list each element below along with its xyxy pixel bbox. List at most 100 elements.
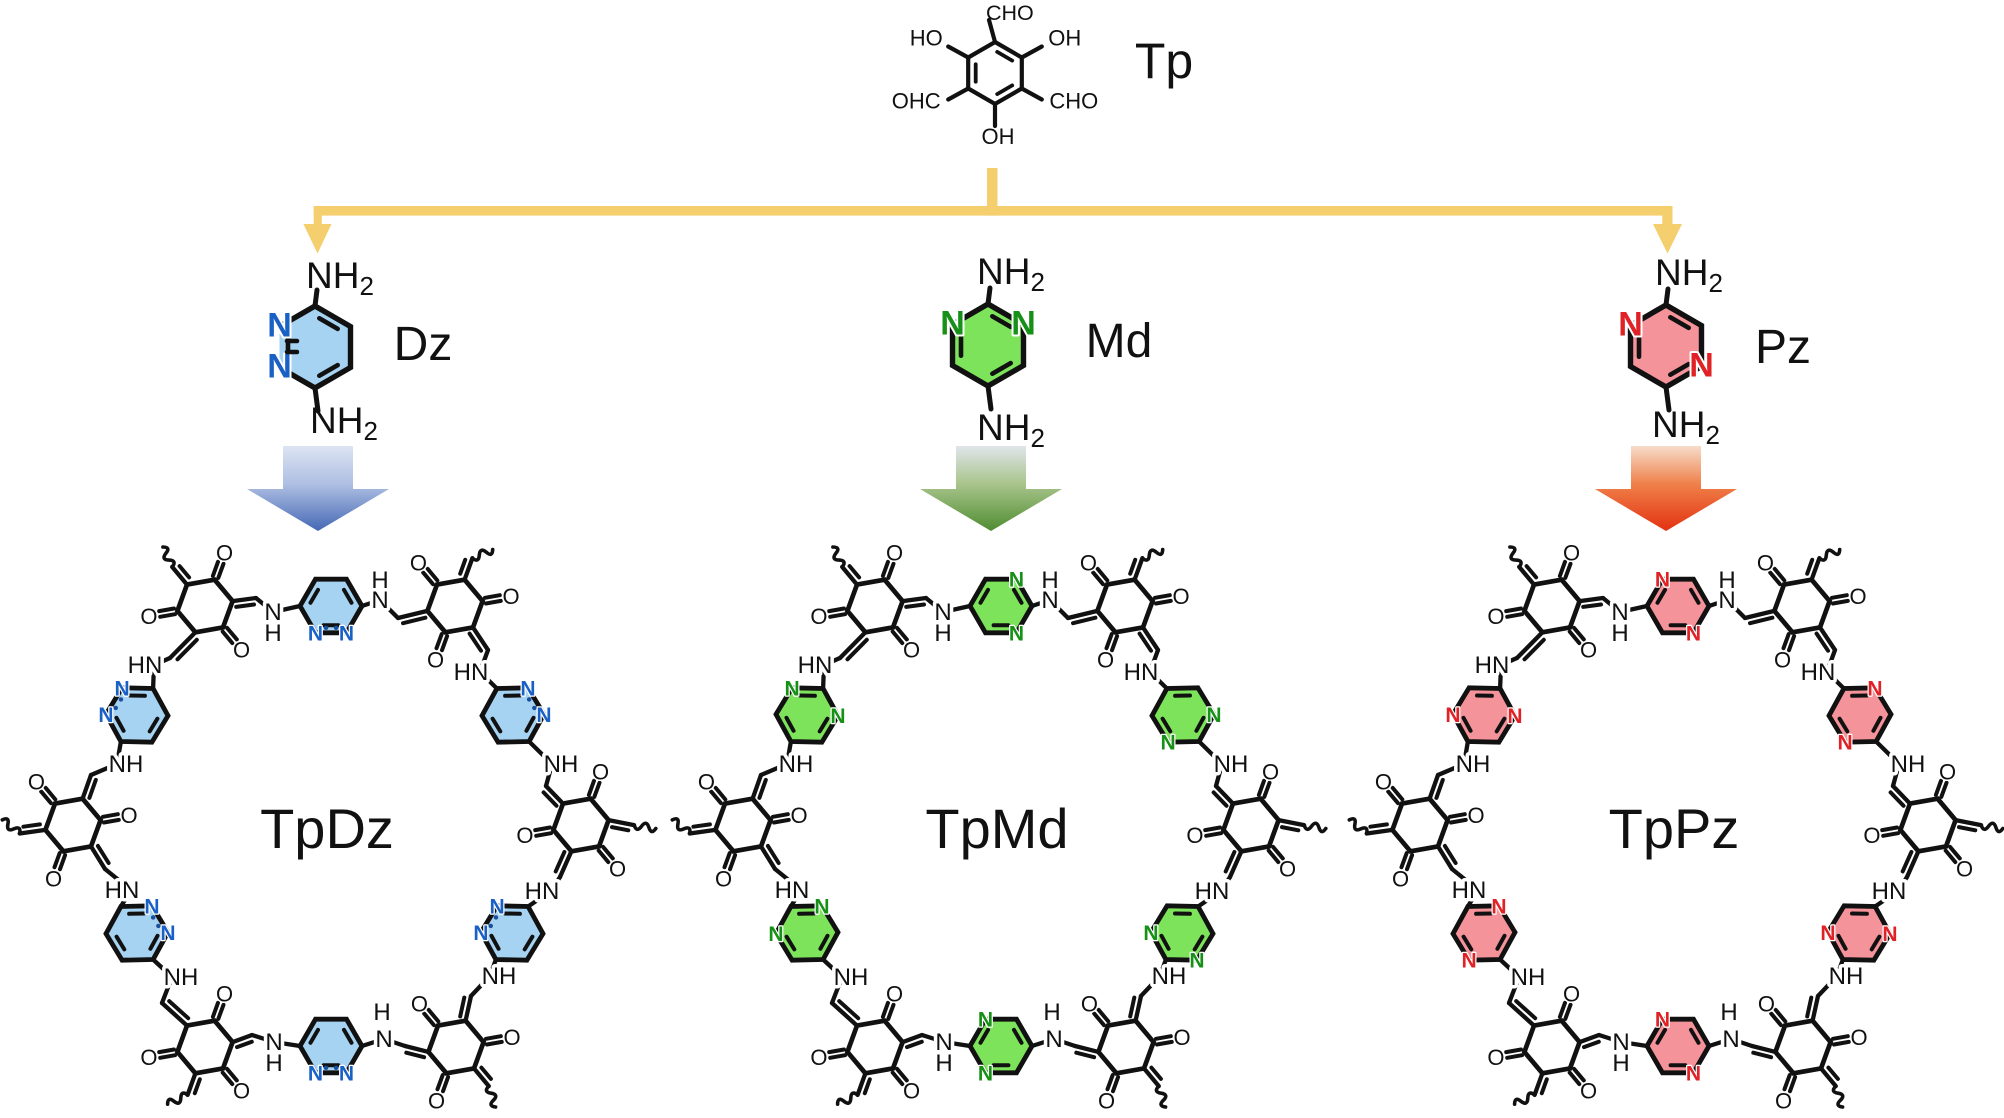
svg-text:O: O bbox=[1468, 803, 1485, 828]
svg-text:H: H bbox=[373, 999, 390, 1026]
svg-text:N: N bbox=[1686, 1062, 1701, 1085]
svg-text:O: O bbox=[1487, 604, 1504, 629]
svg-text:NH: NH bbox=[779, 751, 814, 778]
svg-text:N: N bbox=[1011, 305, 1036, 343]
svg-text:NH: NH bbox=[1152, 963, 1187, 990]
svg-text:O: O bbox=[1262, 759, 1279, 784]
svg-text:Dz: Dz bbox=[394, 318, 453, 371]
svg-text:HN: HN bbox=[1124, 659, 1159, 686]
svg-text:N: N bbox=[1655, 569, 1670, 592]
svg-text:N: N bbox=[814, 895, 829, 918]
svg-text:N: N bbox=[144, 895, 159, 918]
svg-text:N: N bbox=[115, 677, 130, 700]
svg-text:Pz: Pz bbox=[1755, 321, 1811, 374]
svg-text:N: N bbox=[308, 1062, 323, 1085]
svg-text:O: O bbox=[698, 769, 715, 794]
svg-text:O: O bbox=[28, 769, 45, 794]
svg-text:N: N bbox=[1655, 1009, 1670, 1032]
svg-text:H: H bbox=[934, 620, 951, 647]
svg-text:O: O bbox=[140, 604, 157, 629]
svg-text:O: O bbox=[1580, 638, 1597, 663]
svg-text:N: N bbox=[1838, 732, 1853, 755]
svg-text:NH: NH bbox=[1456, 751, 1491, 778]
svg-text:N: N bbox=[339, 622, 354, 645]
svg-text:O: O bbox=[216, 981, 233, 1006]
svg-text:HN: HN bbox=[775, 877, 810, 904]
svg-text:O: O bbox=[45, 867, 62, 892]
svg-text:N: N bbox=[1722, 1026, 1739, 1053]
svg-text:O: O bbox=[1851, 1025, 1868, 1050]
svg-text:HN: HN bbox=[105, 877, 140, 904]
svg-text:N: N bbox=[785, 677, 800, 700]
svg-text:Md: Md bbox=[1086, 315, 1153, 368]
svg-text:OH: OH bbox=[1048, 26, 1081, 51]
svg-text:O: O bbox=[410, 550, 427, 575]
svg-text:O: O bbox=[1375, 769, 1392, 794]
svg-text:O: O bbox=[1392, 867, 1409, 892]
svg-text:O: O bbox=[903, 638, 920, 663]
svg-text:OHC: OHC bbox=[892, 89, 941, 114]
svg-text:N: N bbox=[490, 895, 505, 918]
svg-text:N: N bbox=[1686, 622, 1701, 645]
svg-text:O: O bbox=[121, 803, 138, 828]
svg-text:O: O bbox=[1563, 540, 1580, 565]
svg-text:TpMd: TpMd bbox=[925, 797, 1068, 860]
svg-text:O: O bbox=[411, 991, 428, 1016]
svg-text:CHO: CHO bbox=[986, 1, 1034, 25]
svg-text:O: O bbox=[903, 1079, 920, 1104]
svg-text:HN: HN bbox=[1801, 659, 1836, 686]
svg-text:N: N bbox=[1820, 922, 1835, 945]
svg-text:N: N bbox=[1445, 704, 1460, 727]
svg-text:HN: HN bbox=[454, 659, 489, 686]
svg-text:O: O bbox=[810, 1045, 827, 1070]
svg-text:H: H bbox=[264, 620, 281, 647]
svg-text:O: O bbox=[516, 823, 533, 848]
svg-text:O: O bbox=[233, 1079, 250, 1104]
svg-text:N: N bbox=[830, 705, 845, 728]
svg-text:O: O bbox=[140, 1045, 157, 1070]
svg-text:NH: NH bbox=[164, 964, 199, 991]
svg-text:N: N bbox=[520, 677, 535, 700]
svg-text:O: O bbox=[216, 540, 233, 565]
svg-text:O: O bbox=[1758, 991, 1775, 1016]
svg-text:O: O bbox=[427, 648, 444, 673]
svg-text:HN: HN bbox=[1452, 877, 1487, 904]
svg-text:TpPz: TpPz bbox=[1609, 797, 1740, 860]
svg-text:H: H bbox=[1720, 999, 1737, 1026]
svg-text:O: O bbox=[1186, 823, 1203, 848]
svg-text:N: N bbox=[1882, 923, 1897, 946]
svg-text:O: O bbox=[1774, 648, 1791, 673]
svg-text:N: N bbox=[1618, 306, 1643, 344]
svg-text:N: N bbox=[1867, 677, 1882, 700]
svg-text:N: N bbox=[536, 704, 551, 727]
svg-text:O: O bbox=[886, 540, 903, 565]
svg-text:H: H bbox=[1612, 1050, 1629, 1077]
svg-text:N: N bbox=[1143, 922, 1158, 945]
svg-text:HN: HN bbox=[798, 652, 833, 679]
svg-text:N: N bbox=[1689, 347, 1714, 385]
svg-text:N: N bbox=[1462, 950, 1477, 973]
svg-text:N: N bbox=[768, 923, 783, 946]
svg-text:O: O bbox=[1863, 823, 1880, 848]
svg-text:H: H bbox=[371, 567, 388, 594]
svg-text:N: N bbox=[1206, 704, 1221, 727]
svg-text:O: O bbox=[715, 867, 732, 892]
svg-text:NH: NH bbox=[482, 963, 517, 990]
svg-text:O: O bbox=[592, 759, 609, 784]
svg-text:OH: OH bbox=[982, 124, 1015, 149]
svg-text:O: O bbox=[1098, 1089, 1115, 1113]
svg-text:O: O bbox=[1580, 1079, 1597, 1104]
svg-text:O: O bbox=[504, 1025, 521, 1050]
svg-text:O: O bbox=[886, 981, 903, 1006]
svg-text:N: N bbox=[98, 704, 113, 727]
svg-text:H: H bbox=[265, 1050, 282, 1077]
svg-text:O: O bbox=[1081, 991, 1098, 1016]
svg-text:N: N bbox=[1009, 622, 1024, 645]
svg-text:HN: HN bbox=[128, 652, 163, 679]
svg-text:O: O bbox=[1279, 857, 1296, 882]
svg-text:NH: NH bbox=[1891, 751, 1926, 778]
svg-text:O: O bbox=[810, 604, 827, 629]
svg-text:N: N bbox=[160, 922, 175, 945]
svg-text:N: N bbox=[1045, 1026, 1062, 1053]
svg-text:O: O bbox=[1939, 759, 1956, 784]
